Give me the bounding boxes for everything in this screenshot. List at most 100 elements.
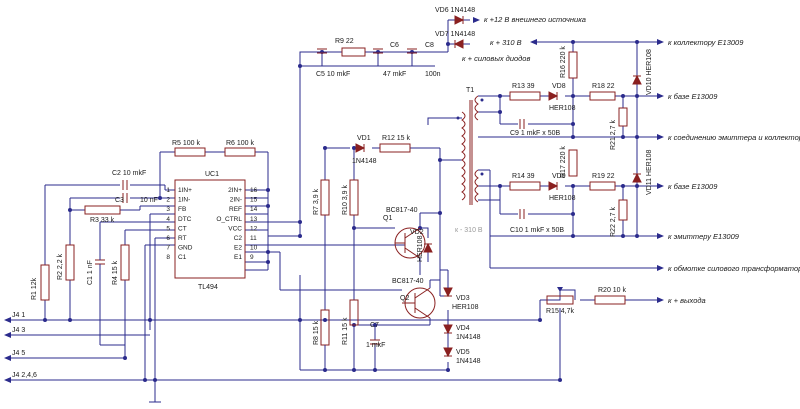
label-minus310: к - 310 B <box>455 227 483 234</box>
conn-output: к + выхода <box>668 296 706 305</box>
label-c1: C1 1 nF <box>87 260 94 285</box>
ic-pin-name: C1 <box>178 254 187 261</box>
conn-emitter-bottom: к эмиттеру E13009 <box>668 232 740 241</box>
ic-uc1-body <box>174 179 246 279</box>
label-j4-3: J4 3 <box>12 327 25 334</box>
diode-vd7-symbol <box>453 39 464 49</box>
ic-pin-name: RT <box>178 235 187 242</box>
label-c8: C8 <box>425 42 434 49</box>
label-c9: C9 1 mkF x 50B <box>510 130 561 137</box>
ic-pin-number: 7 <box>166 245 170 252</box>
label-vd11: VD11 HER108 <box>646 149 653 195</box>
label-c5: C5 10 mkF <box>316 71 350 78</box>
connection-arrows <box>4 17 664 383</box>
label-r3: R3 33 k <box>90 217 115 224</box>
ic-pin-name: 2IN+ <box>228 187 242 194</box>
label-r19: R19 22 <box>592 173 615 180</box>
resistor-r14-symbol <box>509 181 541 191</box>
label-r13: R13 39 <box>512 83 535 90</box>
resistor-r10-symbol <box>349 179 359 216</box>
label-vd7: VD7 1N4148 <box>435 31 475 38</box>
diode-vd2-symbol <box>423 242 433 253</box>
diode-vd1-symbol <box>355 143 366 153</box>
ic-pin-number: 3 <box>166 206 170 213</box>
resistor-r4-symbol <box>120 244 130 281</box>
diode-vd3-symbol <box>440 269 453 298</box>
diode-vd6-symbol <box>454 15 465 25</box>
ic-pin-name: REF <box>229 206 242 213</box>
label-vd1: VD1 <box>357 135 371 142</box>
resistor-r20-symbol <box>594 295 626 305</box>
label-r18: R18 22 <box>592 83 615 90</box>
label-r8: R8 15 k <box>313 320 320 345</box>
label-vd3-part: HER108 <box>452 304 479 311</box>
capacitor-c7-symbol <box>370 339 380 355</box>
label-vd9-part: HER108 <box>549 195 576 202</box>
label-c3: C3 <box>115 197 124 204</box>
conn-transformer: к обмотке силового трансформатора <box>668 264 800 273</box>
label-vd8-part: HER108 <box>549 105 576 112</box>
conn-plus310: к + 310 B <box>490 38 522 47</box>
label-uc1: UC1 <box>205 171 219 178</box>
resistor-r22-symbol <box>618 199 628 221</box>
label-r10: R10 3,9 k <box>342 185 349 215</box>
label-r14: R14 39 <box>512 173 535 180</box>
diode-vd4-symbol <box>443 324 453 348</box>
capacitor-c10-symbol <box>519 209 525 219</box>
ic-pin-name: VCC <box>228 225 242 232</box>
ic-pin-number: 10 <box>250 245 258 252</box>
label-r1: R1 12k <box>31 277 38 300</box>
conn-plus12: к +12 В внешнего источника <box>484 15 586 24</box>
resistor-r11-symbol <box>349 299 359 326</box>
label-c2: C2 10 mkF <box>112 170 146 177</box>
resistor-r5-symbol <box>174 147 206 157</box>
label-q2-part: BC817-40 <box>392 278 424 285</box>
label-r6: R6 100 k <box>226 140 255 147</box>
ic-pin-name: CT <box>178 225 187 232</box>
ic-pin-number: 5 <box>166 225 170 232</box>
resistor-r18-symbol <box>589 91 616 101</box>
label-q2: Q2 <box>400 295 409 302</box>
label-c7-value: 1 mkF <box>366 342 385 349</box>
label-vd9: VD9 <box>552 173 566 180</box>
ic-pin-name: GND <box>178 245 193 252</box>
label-c6-value: 47 mkF <box>383 71 406 78</box>
ic-pin-number: 12 <box>250 225 258 232</box>
label-vd5-part: 1N4148 <box>456 358 481 365</box>
label-j4-246: J4 2,4,6 <box>12 372 37 379</box>
label-r17: R17 220 k <box>560 146 567 178</box>
label-q1-part: BC817-40 <box>386 207 418 214</box>
label-r16: R16 220 k <box>560 46 567 78</box>
label-vd4-part: 1N4148 <box>456 334 481 341</box>
ic-pin-number: 11 <box>250 235 257 242</box>
label-c7: C7 <box>370 322 379 329</box>
capacitor-c3-symbol <box>122 193 128 203</box>
ic-pin-number: 13 <box>250 216 258 223</box>
junctions <box>43 40 639 382</box>
label-j4-1: J4 1 <box>12 312 25 319</box>
ic-pin-number: 4 <box>166 216 170 223</box>
label-t1: T1 <box>466 87 474 94</box>
label-r9: R9 22 <box>335 38 354 45</box>
diode-vd10-symbol <box>632 74 642 85</box>
ic-pin-name: FB <box>178 206 186 213</box>
capacitor-c2-symbol <box>122 180 128 190</box>
ic-pin-number: 9 <box>250 254 254 261</box>
ic-pin-number: 14 <box>250 206 258 213</box>
label-vd1-part: 1N4148 <box>352 158 377 165</box>
label-r2: R2 2,2 k <box>57 253 64 280</box>
ic-pin-number: 6 <box>166 235 170 242</box>
diode-vd8-symbol <box>548 91 559 101</box>
wires <box>8 19 660 403</box>
resistor-r3-symbol <box>84 205 121 215</box>
ic-pin-name: E2 <box>234 245 242 252</box>
conn-base-top: к базе E13009 <box>668 92 718 101</box>
ic-pin-name: E1 <box>234 254 242 261</box>
conn-plus-diodes: к + силовых диодов <box>462 54 530 63</box>
ic-pin-number: 16 <box>250 187 258 194</box>
capacitor-c5-symbol <box>317 48 327 54</box>
diode-vd5-symbol <box>443 347 453 358</box>
label-vd4: VD4 <box>456 325 470 332</box>
